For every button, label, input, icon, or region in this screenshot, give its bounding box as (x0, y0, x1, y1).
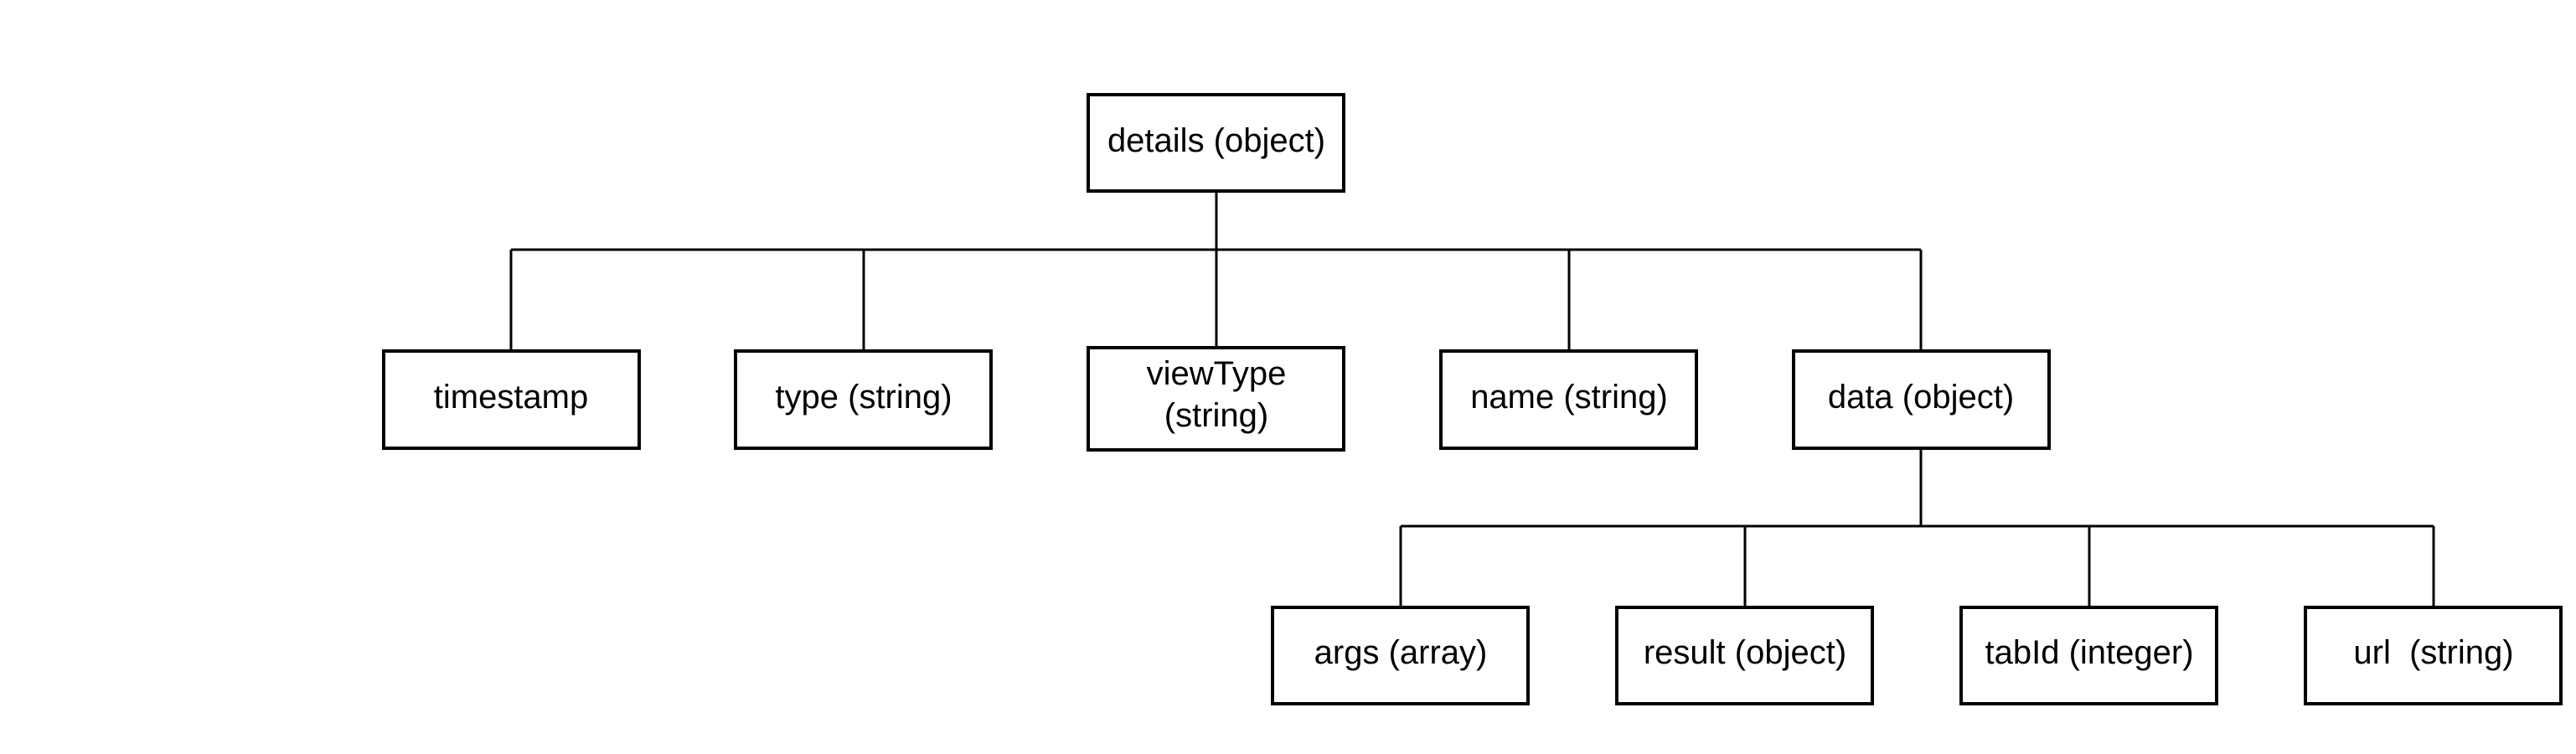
node-url: url (string) (2304, 606, 2563, 705)
node-label: type (string) (775, 379, 952, 416)
node-label: args (array) (1314, 634, 1488, 671)
node-details: details (object) (1087, 93, 1345, 193)
node-label: url (string) (2353, 634, 2513, 671)
connectors-root (509, 191, 1923, 351)
connectors-data (1399, 448, 2435, 607)
node-viewtype: viewType (string) (1087, 346, 1345, 452)
node-label-line2: (string) (1164, 397, 1268, 434)
node-label: name (string) (1470, 379, 1668, 416)
node-data: data (object) (1792, 349, 2051, 450)
node-label: result (object) (1644, 634, 1846, 671)
node-label: data (object) (1828, 379, 2014, 416)
node-args: args (array) (1271, 606, 1530, 705)
node-label: tabId (integer) (1985, 634, 2193, 671)
node-label: details (object) (1107, 122, 1325, 159)
node-type: type (string) (734, 349, 993, 450)
node-label: timestamp (434, 379, 589, 416)
node-timestamp: timestamp (382, 349, 641, 450)
node-tabid: tabId (integer) (1959, 606, 2218, 705)
node-name: name (string) (1439, 349, 1698, 450)
node-result: result (object) (1615, 606, 1874, 705)
node-label-line1: viewType (1147, 355, 1287, 392)
